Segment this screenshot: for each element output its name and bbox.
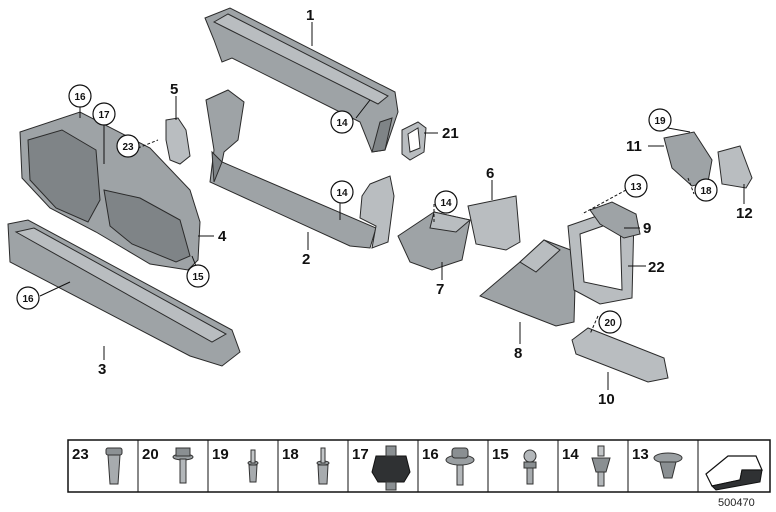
push-clip-icon [653, 452, 683, 479]
callout-11: 11 [626, 138, 642, 155]
circled-callout-14: 14 [336, 188, 348, 199]
hex-bolt-washer-icon [172, 447, 194, 484]
table-label-19: 19 [212, 446, 229, 463]
callout-12: 12 [736, 205, 753, 222]
table-label-17: 17 [352, 446, 369, 463]
circled-callout-20: 20 [604, 318, 616, 329]
part-11-side-guide [663, 131, 713, 187]
table-label-16: 16 [422, 446, 439, 463]
pin-rivet-icon [247, 449, 259, 483]
table-label-20: 20 [142, 446, 159, 463]
callout-6: 6 [486, 165, 494, 182]
circled-callout-23: 23 [122, 142, 134, 153]
circled-callout-14: 14 [440, 198, 452, 209]
callout-1: 1 [306, 7, 314, 24]
circled-callout-15: 15 [192, 272, 204, 283]
callout-22: 22 [648, 259, 665, 276]
clip-screw-icon [591, 445, 611, 487]
direction-arrow-icon [705, 455, 763, 491]
ball-stud-icon [523, 449, 537, 485]
callout-labels: 1 2 3 4 5 6 7 8 9 10 11 12 21 22 [98, 7, 753, 408]
callout-5: 5 [170, 81, 178, 98]
circled-callout-14: 14 [336, 118, 348, 129]
circled-callout-13: 13 [630, 182, 642, 193]
callout-21: 21 [442, 125, 459, 142]
table-label-13: 13 [632, 446, 649, 463]
part-5-bracket [165, 117, 191, 165]
part-21-seal [401, 121, 427, 161]
leader-lines [39, 22, 745, 390]
fasteners-table: 23 20 19 18 17 16 15 14 13 [67, 439, 771, 493]
table-label-14: 14 [562, 446, 579, 463]
part-2-radiator-frame [205, 89, 395, 249]
circled-callout-19: 19 [654, 116, 666, 127]
part-8-air-guide [479, 239, 577, 327]
callout-10: 10 [598, 391, 615, 408]
circled-callout-16: 16 [74, 92, 86, 103]
table-label-23: 23 [72, 446, 89, 463]
reference-number: 500470 [718, 497, 755, 509]
callout-3: 3 [98, 361, 106, 378]
circled-callout-16: 16 [22, 294, 34, 305]
part-12-side-piece [717, 145, 753, 189]
flange-screw-icon [445, 447, 475, 486]
callout-8: 8 [514, 345, 522, 362]
circled-callout-17: 17 [98, 110, 110, 121]
circled-callouts: 14 14 14 16 16 17 23 15 13 19 18 20 [16, 84, 718, 334]
part-3-lower-duct [7, 219, 241, 367]
callout-2: 2 [302, 251, 310, 268]
pin-rivet-icon [316, 447, 330, 485]
rubber-mount-icon [371, 445, 411, 491]
expansion-nut-icon [105, 447, 123, 485]
table-label-18: 18 [282, 446, 299, 463]
circled-callout-18: 18 [700, 186, 712, 197]
callout-4: 4 [218, 228, 227, 245]
part-10-lower-bracket [571, 327, 669, 383]
callout-7: 7 [436, 281, 444, 298]
callout-9: 9 [643, 220, 651, 237]
table-label-15: 15 [492, 446, 509, 463]
part-6-duct-panel [467, 195, 521, 251]
part-9-bracket [589, 201, 641, 239]
